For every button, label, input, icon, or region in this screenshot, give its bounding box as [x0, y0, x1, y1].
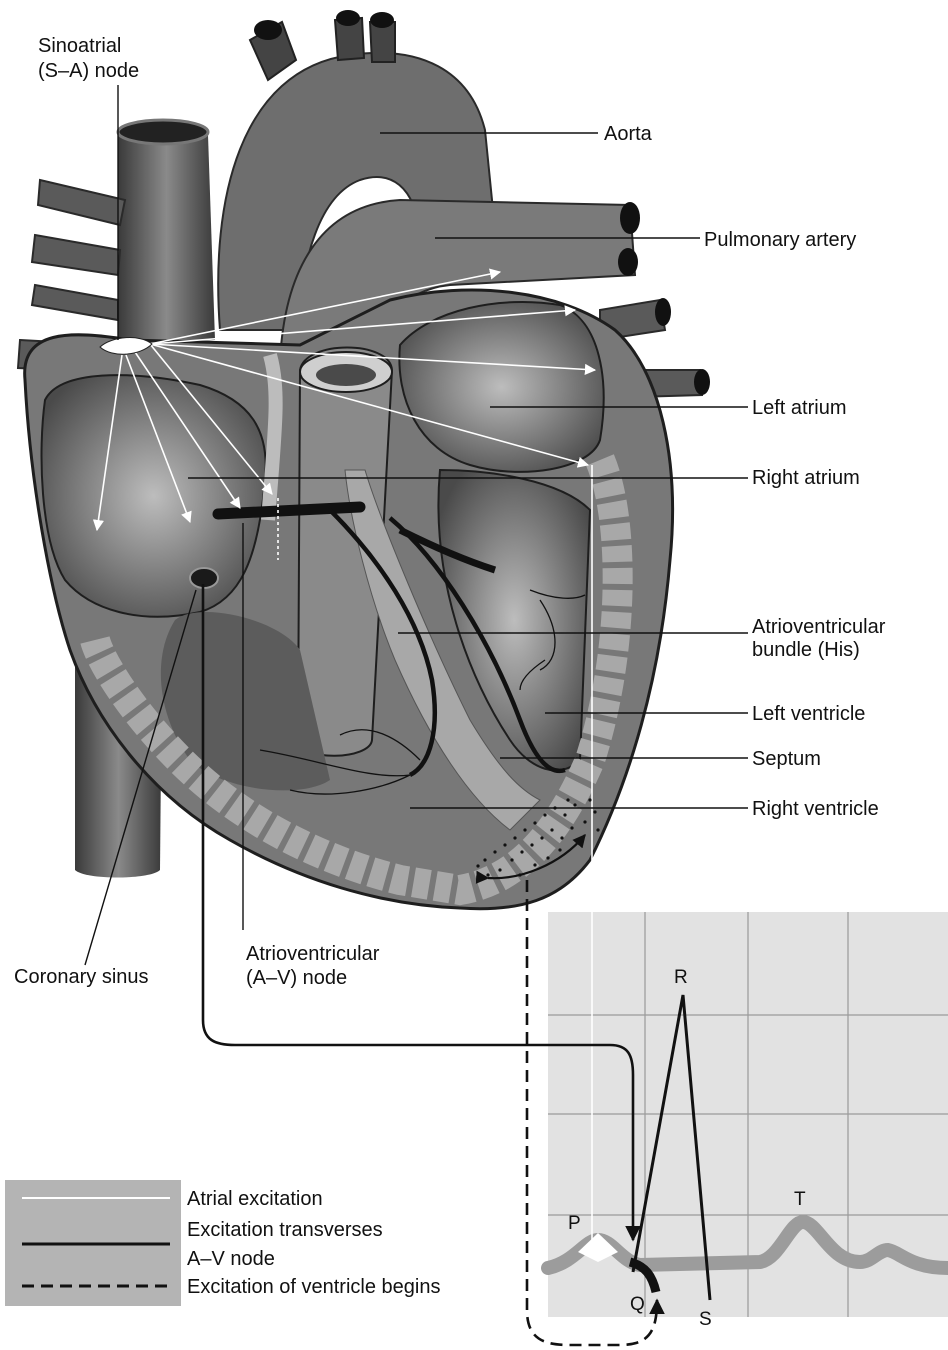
- legend-label-ventricle: Excitation of ventricle begins: [187, 1276, 440, 1298]
- legend-label-av-line2: A–V node: [187, 1248, 275, 1270]
- label-coronary-sinus: Coronary sinus: [14, 966, 149, 988]
- ecg-label-r: R: [674, 967, 688, 988]
- label-av-bundle-line1: Atrioventricular: [752, 616, 886, 638]
- ecg-label-t: T: [794, 1189, 806, 1210]
- label-av-bundle-line2: bundle (His): [752, 639, 860, 661]
- ecg-label-q: Q: [630, 1294, 645, 1315]
- label-septum: Septum: [752, 748, 821, 770]
- legend: Atrial excitation Excitation transverses…: [5, 1180, 440, 1306]
- label-sa-node-line1: Sinoatrial: [38, 35, 121, 57]
- label-av-node-line2: (A–V) node: [246, 967, 347, 989]
- label-aorta: Aorta: [604, 123, 653, 145]
- label-right-atrium: Right atrium: [752, 467, 860, 489]
- label-right-ventricle: Right ventricle: [752, 798, 879, 820]
- label-left-ventricle: Left ventricle: [752, 703, 865, 725]
- label-sa-node-line2: (S–A) node: [38, 60, 139, 82]
- ecg-label-s: S: [699, 1309, 712, 1330]
- label-av-node-line1: Atrioventricular: [246, 943, 380, 965]
- label-pulmonary-artery: Pulmonary artery: [704, 229, 856, 251]
- legend-label-av-line1: Excitation transverses: [187, 1219, 383, 1241]
- legend-label-atrial: Atrial excitation: [187, 1188, 323, 1210]
- label-left-atrium: Left atrium: [752, 397, 846, 419]
- ecg-label-p: P: [568, 1213, 581, 1234]
- ecg-panel: [548, 912, 948, 1317]
